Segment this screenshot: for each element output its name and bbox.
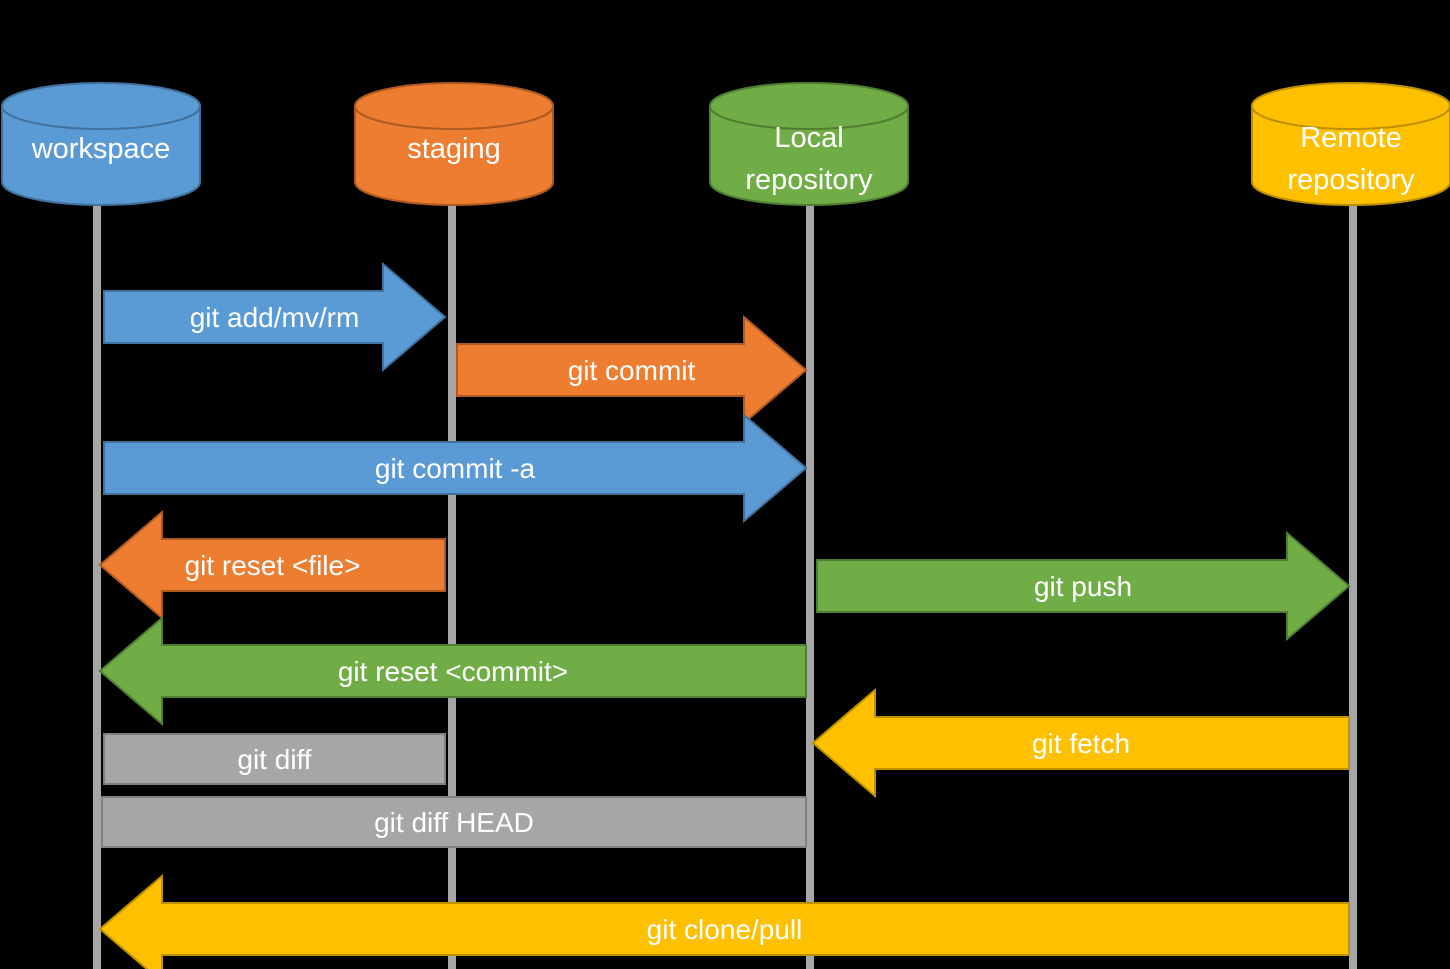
lifeline-remote: [1349, 190, 1357, 969]
lifeline-local: [806, 190, 814, 969]
arrow-reset-commit[interactable]: git reset <commit>: [98, 615, 807, 727]
node-body-local[interactable]: [709, 105, 909, 206]
arrow-shape-add[interactable]: [103, 261, 447, 373]
arrow-label-diff-head: git diff HEAD: [374, 807, 534, 838]
arrow-shape-reset-file[interactable]: [98, 509, 446, 621]
arrow-shape-commit-a[interactable]: [103, 412, 808, 524]
node-top-staging[interactable]: [354, 82, 554, 130]
node-top-remote[interactable]: [1251, 82, 1450, 130]
arrow-shape-clone-pull[interactable]: [98, 873, 1350, 969]
arrow-add[interactable]: git add/mv/rm: [103, 261, 447, 373]
arrow-push[interactable]: git push: [816, 530, 1351, 642]
arrow-diff-head[interactable]: git diff HEAD: [101, 796, 807, 848]
node-label-remote: repository: [1287, 164, 1415, 196]
lifelines-layer: [93, 190, 1357, 969]
node-workspace[interactable]: workspace: [1, 82, 201, 206]
lifeline-staging: [448, 190, 456, 969]
arrow-commit[interactable]: git commit: [456, 314, 808, 426]
arrow-shape-push[interactable]: [816, 530, 1351, 642]
nodes-layer: workspace staging Local repository Remote rep…: [1, 82, 1450, 206]
arrow-label-reset-commit: git reset <commit>: [338, 656, 568, 687]
node-label-staging: staging: [407, 133, 501, 165]
arrow-label-commit: git commit: [568, 355, 696, 386]
node-staging[interactable]: staging: [354, 82, 554, 206]
node-local[interactable]: Local repository: [709, 82, 909, 206]
node-body-staging[interactable]: [354, 105, 554, 206]
arrow-clone-pull[interactable]: git clone/pull: [98, 873, 1350, 969]
arrow-shape-commit[interactable]: [456, 314, 808, 426]
arrow-shape-fetch[interactable]: [811, 687, 1350, 799]
node-top-workspace[interactable]: [1, 82, 201, 130]
arrow-reset-file[interactable]: git reset <file>: [98, 509, 446, 621]
arrow-diff[interactable]: git diff: [103, 733, 446, 785]
node-label-remote: Remote: [1300, 122, 1402, 154]
node-body-remote[interactable]: [1251, 105, 1450, 206]
arrow-label-commit-a: git commit -a: [375, 453, 536, 484]
arrow-label-fetch: git fetch: [1032, 728, 1130, 759]
arrow-label-reset-file: git reset <file>: [185, 550, 361, 581]
node-top-local[interactable]: [709, 82, 909, 130]
arrow-label-push: git push: [1034, 571, 1132, 602]
node-label-workspace: workspace: [31, 133, 171, 165]
arrow-label-add: git add/mv/rm: [190, 302, 360, 333]
arrow-fetch[interactable]: git fetch: [811, 687, 1350, 799]
arrow-shape-diff[interactable]: [103, 733, 446, 785]
arrow-shape-diff-head[interactable]: [101, 796, 807, 848]
node-label-local: Local: [774, 122, 843, 154]
node-label-local: repository: [745, 164, 873, 196]
arrow-commit-a[interactable]: git commit -a: [103, 412, 808, 524]
node-body-workspace[interactable]: [1, 105, 201, 206]
arrow-label-clone-pull: git clone/pull: [647, 914, 803, 945]
node-remote[interactable]: Remote repository: [1251, 82, 1450, 206]
arrow-shape-reset-commit[interactable]: [98, 615, 807, 727]
lifeline-workspace: [93, 190, 101, 969]
arrows-layer: git add/mv/rm git commit git commit -a git …: [98, 261, 1351, 969]
arrow-label-diff: git diff: [237, 744, 311, 775]
